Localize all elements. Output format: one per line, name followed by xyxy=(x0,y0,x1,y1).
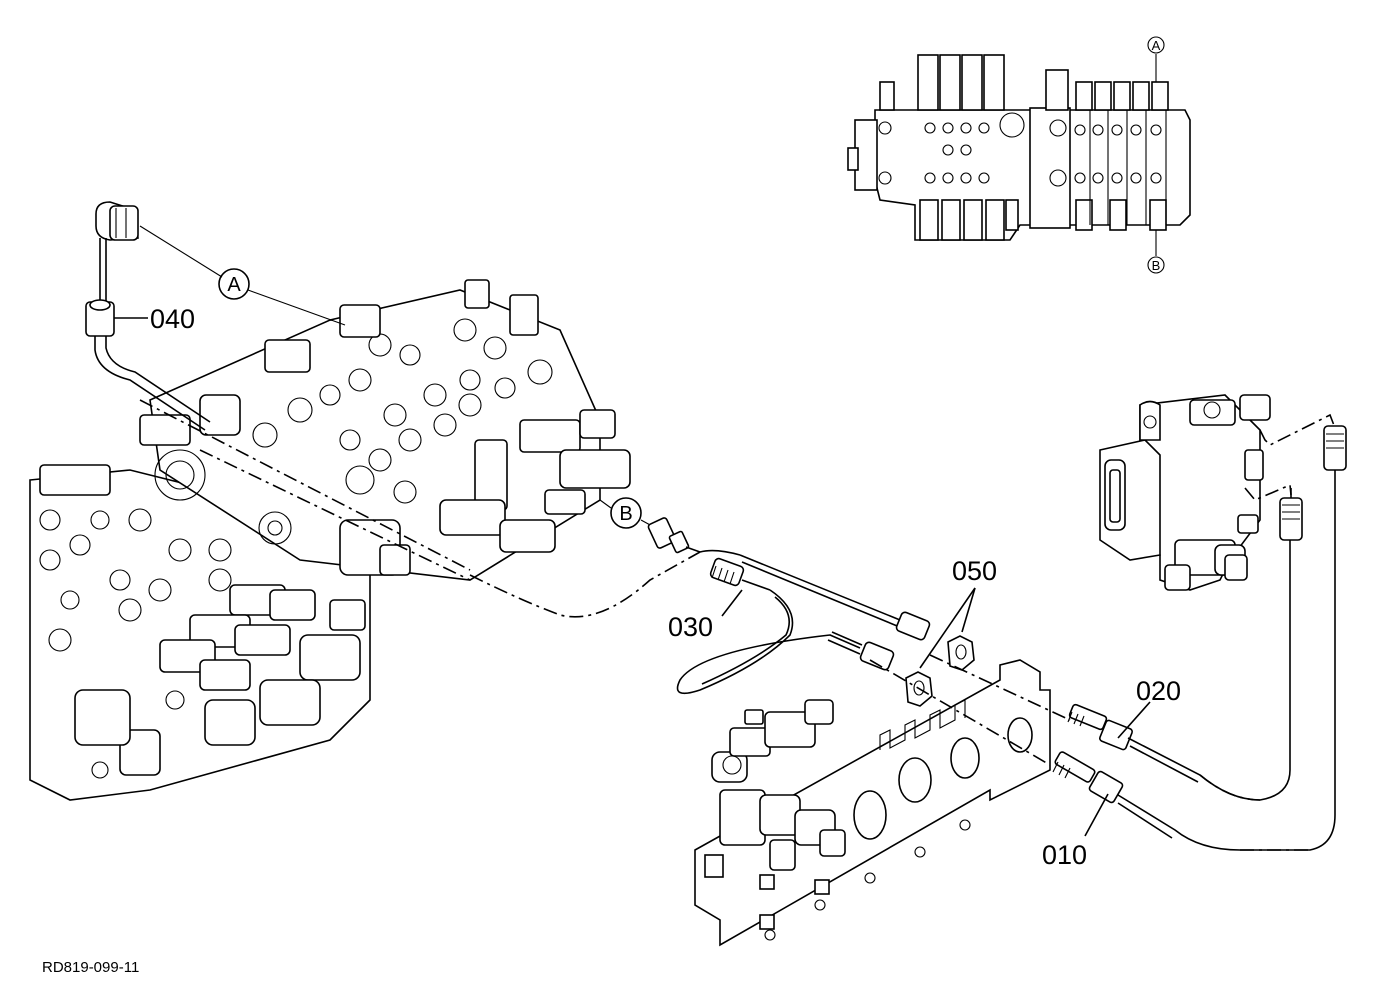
pilot-valve xyxy=(1099,394,1336,591)
elbow-fitting-040 xyxy=(85,201,346,431)
inset-callout-b: B xyxy=(1152,258,1161,273)
cable-020 xyxy=(929,488,1303,801)
inset-control-valve: A B xyxy=(847,36,1191,274)
cable-010 xyxy=(869,425,1347,851)
part-label-040: 040 xyxy=(150,304,195,334)
part-label-050: 050 xyxy=(952,556,997,586)
svg-text:A: A xyxy=(227,274,241,296)
control-valve-assembly xyxy=(29,279,631,801)
callout-a: A xyxy=(218,268,250,300)
svg-text:B: B xyxy=(619,503,632,525)
callout-b: B xyxy=(610,497,642,529)
part-label-010: 010 xyxy=(1042,840,1087,870)
nut-050 xyxy=(905,587,976,707)
bracket-plate xyxy=(694,659,1051,947)
part-label-030: 030 xyxy=(668,612,713,642)
hose-fitting-b xyxy=(647,517,701,554)
drawing-code: RD819-099-11 xyxy=(42,959,139,976)
inset-callout-a: A xyxy=(1152,38,1161,53)
part-label-020: 020 xyxy=(1136,676,1181,706)
cable-030 xyxy=(469,549,931,695)
solenoid-valve xyxy=(711,699,846,871)
